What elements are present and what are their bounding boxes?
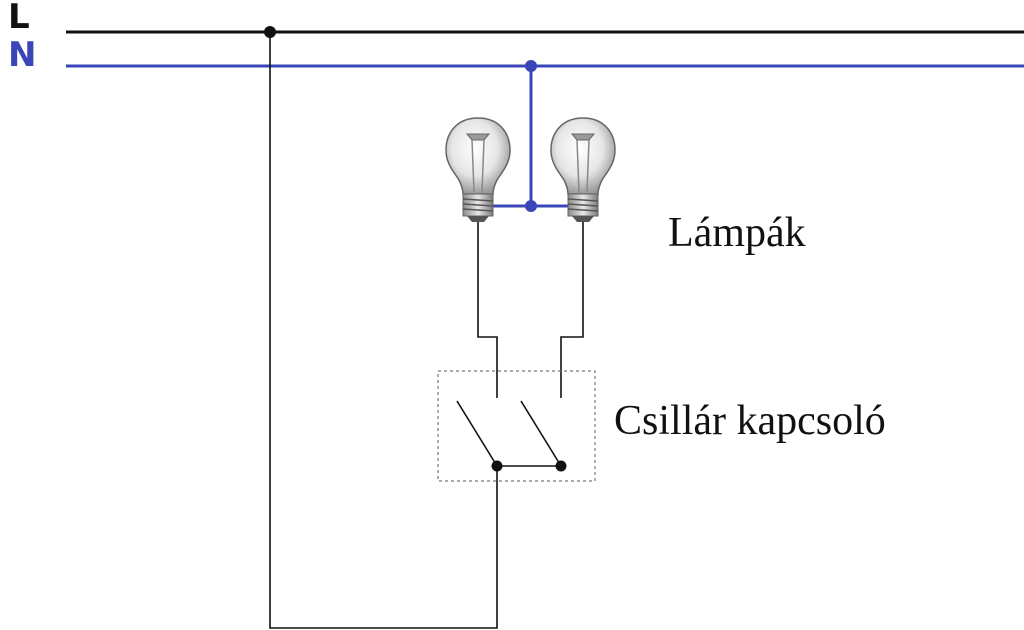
- live-feed-wire: [269, 32, 498, 629]
- switch-enclosure: [437, 370, 596, 482]
- switch-blade-1: [456, 400, 498, 467]
- lamps-caption: Lámpák: [668, 210, 806, 256]
- switch-caption: Csillár kapcsoló: [614, 398, 886, 444]
- live-junction-dot: [264, 26, 276, 38]
- lamp1-switch-wire: [477, 222, 498, 398]
- switch-terminal-2: [555, 460, 567, 472]
- neutral-line-label: N: [8, 35, 37, 75]
- switch-blade-2: [520, 400, 562, 467]
- lamp2-switch-wire: [560, 222, 584, 398]
- neutral-junction-dot: [525, 60, 537, 72]
- live-line-label: L: [8, 0, 30, 37]
- switch-terminal-1: [491, 460, 503, 472]
- neutral-lamp-junction-dot: [525, 200, 537, 212]
